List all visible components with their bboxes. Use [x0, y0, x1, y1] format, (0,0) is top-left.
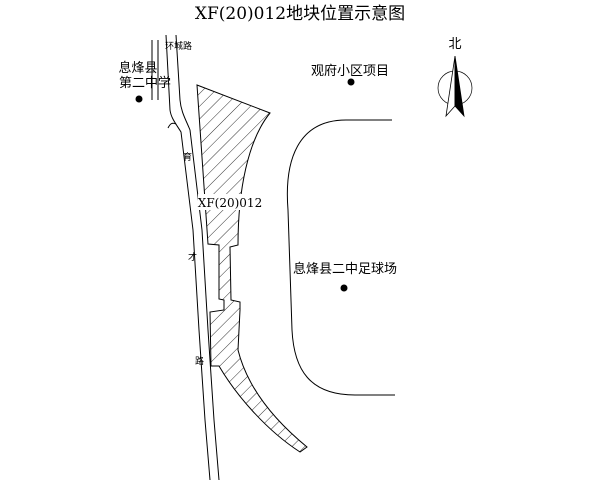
road-label-huancheng: 环城路 — [165, 40, 192, 52]
north-arrow-left-half — [445, 55, 456, 118]
place-school-line1: 息烽县 — [118, 60, 157, 76]
road-yucai — [165, 34, 220, 480]
road-label-yu: 育 — [183, 151, 192, 163]
place-stadium: 息烽县二中足球场 — [293, 261, 397, 292]
place-stadium-dot — [340, 284, 348, 292]
parcel-label-background — [198, 194, 262, 210]
stadium-outline — [286, 119, 395, 396]
place-guanfu: 观府小区项目 — [311, 64, 389, 86]
north-arrow-right-half — [454, 55, 465, 118]
place-guanfu-dot — [347, 78, 355, 86]
place-school-dot — [135, 95, 143, 103]
road-huancheng-left-edges — [151, 40, 159, 100]
place-stadium-label: 息烽县二中足球场 — [293, 261, 397, 277]
road-label-lu: 路 — [195, 355, 204, 367]
north-arrow: 北 — [437, 37, 473, 118]
place-school: 息烽县 第二中学 — [118, 60, 171, 103]
place-guanfu-label: 观府小区项目 — [311, 64, 389, 79]
road-label-cai: 才 — [188, 251, 197, 263]
north-label: 北 — [448, 37, 461, 52]
map-title: XF(20)012地块位置示意图 — [195, 4, 405, 24]
place-school-line2: 第二中学 — [119, 75, 171, 91]
parcel-label: XF(20)012 — [198, 196, 262, 210]
parcel-xf20-012[interactable] — [196, 84, 308, 453]
